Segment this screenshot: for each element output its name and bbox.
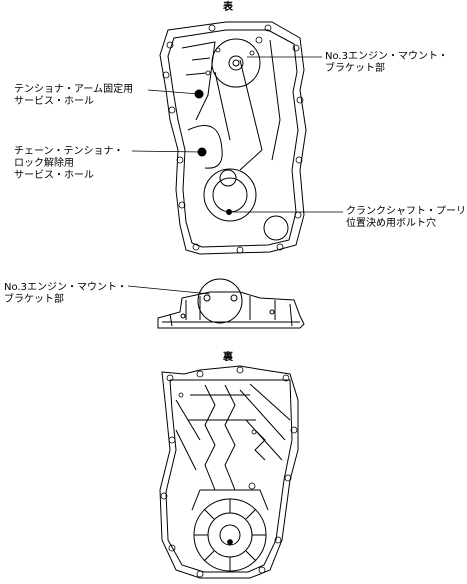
mount-bracket-area (211, 38, 261, 88)
label-mount-bracket-front: No.3エンジン・マウント・ ブラケット部 (325, 51, 448, 74)
label-chain-tensioner-hole: チェーン・テンショナ・ ロック解除用 サービス・ホール (14, 146, 124, 181)
rear-cover-outline (159, 365, 299, 579)
rear-view-title: 裏 (223, 352, 233, 363)
leader-tensioner-arm (147, 89, 200, 95)
top-cover-outline (157, 291, 305, 329)
top-mount-bracket-area (197, 278, 243, 324)
label-tensioner-arm-hole: テンショナ・アーム固定用 サービス・ホール (14, 84, 134, 107)
label-mount-bracket-top: No.3エンジン・マウント・ ブラケット部 (4, 282, 127, 305)
label-crank-pulley-hole: クランクシャフト・プーリ 位置決め用ボルト穴 (346, 206, 466, 229)
leader-chain-tensioner (131, 150, 203, 153)
front-view-title: 表 (223, 2, 233, 13)
crank-seal-boss (203, 168, 257, 222)
leader-mount-bracket-top (127, 285, 211, 295)
